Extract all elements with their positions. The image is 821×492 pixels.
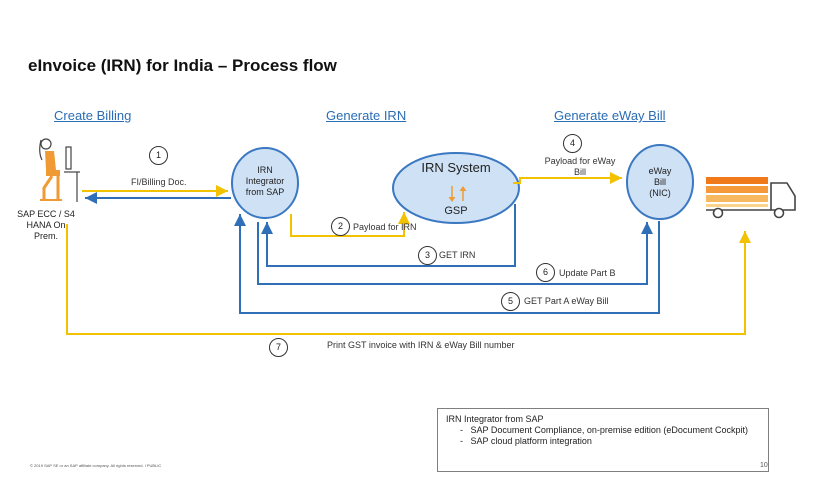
slide-title: eInvoice (IRN) for India – Process flow bbox=[28, 56, 337, 75]
step-6-label: Update Part B bbox=[559, 268, 616, 278]
irn-integrator-line-1: IRN bbox=[257, 165, 273, 175]
step-5-line bbox=[234, 214, 660, 314]
eway-bill-label: eWay Bill (NIC) bbox=[628, 166, 692, 199]
step-2-badge: 2 bbox=[331, 217, 350, 236]
section-generate-irn: Generate IRN bbox=[326, 108, 407, 123]
irn-integrator-line-3: from SAP bbox=[245, 187, 285, 197]
step-4-badge: 4 bbox=[563, 134, 582, 153]
irn-system-node bbox=[392, 152, 520, 224]
eway-bill-line-1: eWay bbox=[648, 166, 672, 176]
legend-box: IRN Integrator from SAP - SAP Document C… bbox=[437, 408, 769, 472]
step-1-badge: 1 bbox=[149, 146, 168, 165]
delivery-truck-icon bbox=[706, 177, 796, 219]
step-3-label: GET IRN bbox=[439, 250, 476, 260]
gsp-label: GSP bbox=[444, 205, 468, 217]
legend-item-1-text: SAP Document Compliance, on-premise edit… bbox=[470, 425, 748, 435]
eway-bill-line-2: Bill bbox=[653, 177, 666, 187]
section-generate-eway: Generate eWay Bill bbox=[554, 108, 666, 123]
step-4-label-line-2: Bill bbox=[573, 167, 586, 177]
eway-bill-line-3: (NIC) bbox=[649, 188, 671, 198]
step-5-label: GET Part A eWay Bill bbox=[524, 296, 609, 306]
person-at-computer-icon bbox=[39, 138, 80, 202]
step-7-label: Print GST invoice with IRN & eWay Bill n… bbox=[327, 340, 515, 350]
step-6-line bbox=[257, 222, 653, 285]
sap-user-line-3: Prem. bbox=[33, 231, 58, 241]
page-number: 10 bbox=[760, 462, 768, 469]
section-create-billing: Create Billing bbox=[54, 108, 132, 123]
sap-user-label: SAP ECC / S4 HANA On Prem. bbox=[14, 209, 78, 242]
step-6-badge: 6 bbox=[536, 263, 555, 282]
legend-item-2: - SAP cloud platform integration bbox=[460, 436, 592, 446]
step-7-badge: 7 bbox=[269, 338, 288, 357]
step-3-badge: 3 bbox=[418, 246, 437, 265]
irn-integrator-line-2: Integrator bbox=[245, 176, 285, 186]
step-4-label: Payload for eWay Bill bbox=[535, 156, 625, 178]
legend-heading: IRN Integrator from SAP bbox=[446, 414, 544, 424]
up-down-arrows-icon bbox=[448, 186, 467, 202]
legend-item-2-text: SAP cloud platform integration bbox=[470, 436, 592, 446]
eway-bill-node bbox=[626, 144, 694, 220]
step-7-line bbox=[66, 224, 751, 335]
step-1-label: FI/Billing Doc. bbox=[131, 177, 187, 187]
irn-integrator-node bbox=[231, 147, 299, 219]
sap-user-line-2: HANA On bbox=[26, 220, 66, 230]
step-3-line bbox=[261, 204, 516, 267]
step-4-label-line-1: Payload for eWay bbox=[544, 156, 616, 166]
step-2-line bbox=[290, 212, 410, 237]
copyright-footer: © 2019 SAP SE or an SAP affiliate compan… bbox=[30, 463, 162, 468]
step-2-label: Payload for IRN bbox=[353, 222, 417, 232]
irn-system-label: IRN System bbox=[421, 160, 491, 175]
legend-item-1: - SAP Document Compliance, on-premise ed… bbox=[460, 425, 748, 435]
sap-user-line-1: SAP ECC / S4 bbox=[17, 209, 75, 219]
step-4-line bbox=[513, 172, 622, 184]
step-5-badge: 5 bbox=[501, 292, 520, 311]
irn-integrator-label: IRN Integrator from SAP bbox=[232, 165, 298, 198]
